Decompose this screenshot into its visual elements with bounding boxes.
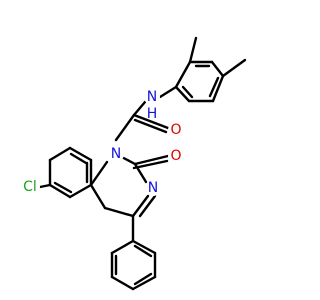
atom-bg-chlorine <box>20 177 40 197</box>
atom-label-chlorine: Cl <box>23 179 37 195</box>
bond-methyl-2 <box>221 58 247 78</box>
atom-label-amide-n: N <box>147 89 157 105</box>
bond-c2-o-1 <box>133 154 170 166</box>
bond-benz-6 <box>68 183 93 199</box>
bond-benz-2-inner <box>69 152 88 165</box>
bond-n3-c4-inner <box>138 194 157 218</box>
bond-ph6 <box>131 239 157 255</box>
atom-label-amide-h: H <box>147 106 158 122</box>
bond-n3-c4 <box>131 194 150 218</box>
bond-ph3 <box>110 275 135 291</box>
atom-bg-ring-n3 <box>145 180 161 196</box>
bond-ph4-inner <box>133 272 153 286</box>
bond-layer <box>38 36 247 291</box>
atom-bg-amide-n <box>144 89 160 105</box>
atom-layer: N H O N O N Cl <box>20 89 184 197</box>
bond-c4-c4a <box>103 206 135 218</box>
bond-benz-5 <box>48 183 72 199</box>
bond-ch2-n1 <box>114 113 136 142</box>
bond-cl <box>38 183 52 189</box>
structure-canvas: N H O N O N Cl <box>20 36 247 291</box>
atom-bg-ring-o <box>168 148 184 164</box>
bond-ar6-inner <box>181 85 194 99</box>
bond-co-2 <box>133 118 168 134</box>
bond-ar4-inner <box>208 76 220 98</box>
bond-aryl-n <box>158 85 178 99</box>
bond-methyl-1 <box>188 36 198 64</box>
bond-ph1 <box>110 239 135 255</box>
bond-c2-n3 <box>133 162 148 184</box>
atom-label-ring-n1: N <box>111 146 121 162</box>
bond-c8a-n1 <box>89 160 109 187</box>
bond-c4a-c8a <box>89 183 107 210</box>
atom-bg-ring-n1 <box>108 146 124 162</box>
bond-ar4 <box>211 74 225 103</box>
molecule-drawing: N H O N O N Cl <box>20 36 247 291</box>
bond-benz-3 <box>48 146 72 162</box>
bond-benz-5-inner <box>53 181 73 194</box>
bond-ar3 <box>210 60 225 78</box>
bond-co-1 <box>132 113 170 130</box>
bond-n-carbonyl <box>132 100 147 117</box>
atom-bg-amide-o <box>168 122 184 138</box>
atom-label-amide-o: O <box>170 122 181 138</box>
atom-label-ring-n3: N <box>148 180 158 196</box>
bond-ar1 <box>174 60 192 89</box>
atom-label-ring-o: O <box>170 148 181 164</box>
bond-ar6 <box>174 85 191 103</box>
bond-c2-o-2 <box>132 159 169 170</box>
bond-ph6-inner <box>133 244 153 258</box>
bond-ph4 <box>131 275 157 291</box>
bond-benz-2 <box>68 146 93 162</box>
